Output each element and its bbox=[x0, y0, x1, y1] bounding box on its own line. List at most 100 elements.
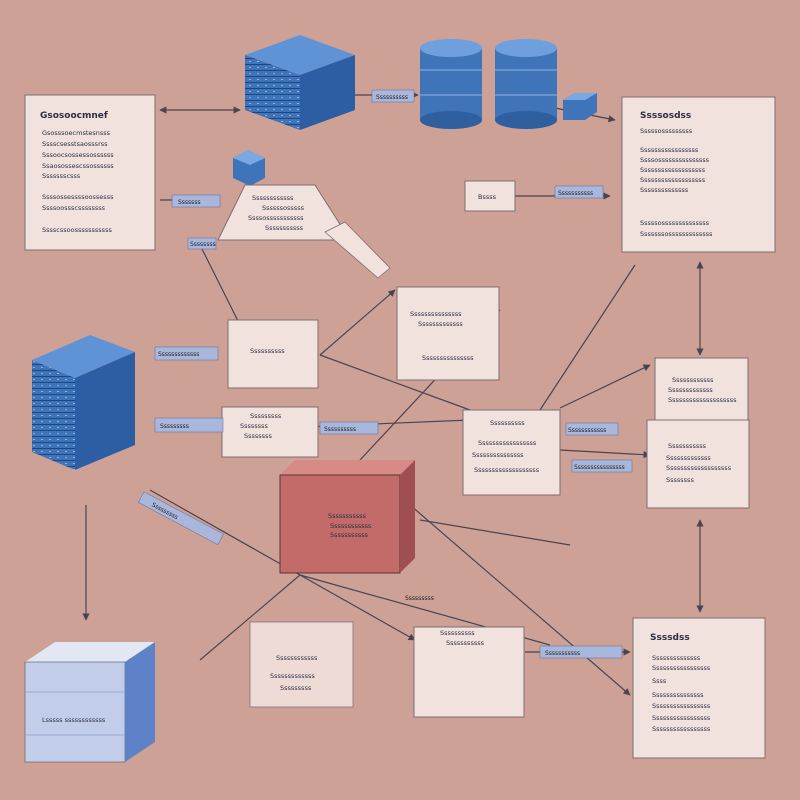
card-text-line: Ssssoossscssssssss bbox=[42, 204, 106, 212]
card-text-line: Ssssssssss bbox=[250, 347, 285, 355]
card-text-line: Sssssssssssssss bbox=[410, 310, 462, 318]
card-left-upper: Ssssssssss bbox=[227, 319, 319, 389]
card-top-left: Gsosoocmnef Gsosssoecmstesnsss Sssscsess… bbox=[24, 94, 156, 251]
card-top-center: Ssssssssssss Ssssssosssss Ssssosssssssss… bbox=[217, 184, 391, 279]
connector-line bbox=[559, 364, 651, 409]
card-text-line: Ssssssssssss bbox=[330, 522, 372, 530]
card-text-line: Sssssssssss bbox=[446, 639, 485, 647]
card-text-line: Ssssssssssssssssssss bbox=[668, 396, 737, 404]
card-text-line: Ssssssss bbox=[666, 476, 694, 484]
card-right-upper: Ssssssssssss Sssssssssssss Sssssssssssss… bbox=[654, 357, 749, 421]
connector-tag: Sssssssss bbox=[405, 595, 434, 602]
card-text-line: Sssssssssssssssss bbox=[652, 725, 711, 733]
card-text-line: Sssssssosssssssssssss bbox=[640, 230, 713, 238]
cube-icon bbox=[233, 150, 265, 186]
connector-tag: Ssssssssssss bbox=[565, 422, 619, 436]
connector-line bbox=[149, 489, 301, 576]
connector-line bbox=[199, 244, 241, 326]
card-text-line: Sssssossssssssssssss bbox=[640, 219, 710, 227]
card-text-line: Sssssssss bbox=[250, 412, 282, 420]
card-text-line: Ssssssssssss bbox=[252, 194, 294, 202]
connector-line bbox=[319, 289, 396, 356]
storage-box: Lsssss ssssssssssss bbox=[24, 642, 155, 763]
connector-tag: Sssssssss bbox=[154, 417, 224, 433]
tag-label: Ssssssssssss bbox=[568, 427, 606, 434]
storage-box-label: Lsssss ssssssssssss bbox=[42, 716, 106, 724]
card-text-line: Ssssssssssss bbox=[672, 376, 714, 384]
small-node-button[interactable]: Bssss bbox=[464, 180, 516, 212]
card-text-line: Sssssssssssss bbox=[666, 454, 711, 462]
cube-icon bbox=[563, 93, 597, 120]
card-text-line: Gsosssoecmstesnsss bbox=[42, 129, 111, 137]
connector-tag: Sssssssssss bbox=[539, 645, 623, 659]
connector-line bbox=[539, 264, 636, 411]
card-text-line: Sssssssssss bbox=[330, 531, 369, 539]
card-text-line: Ssssosssssssssssssss bbox=[640, 156, 710, 164]
tag-label: Sssssssssss bbox=[545, 650, 580, 657]
card-text-line: Ssssssssssssss bbox=[640, 186, 689, 194]
card-text-line: Sssssssssssssssss bbox=[478, 439, 537, 447]
tag-label: Ssssssssss bbox=[324, 426, 356, 433]
connector-tag: Ssssssss bbox=[187, 237, 217, 250]
card-text-line: Sssssssssssss bbox=[270, 672, 315, 680]
card-text-line: Sssssssssssssssssss bbox=[640, 176, 706, 184]
connector-line bbox=[559, 449, 651, 459]
card-text-line: Sssssssssssssssss bbox=[652, 714, 711, 722]
connector-line bbox=[299, 574, 416, 641]
small-node-label: Bssss bbox=[478, 193, 497, 201]
card-text-line: Ssssssscsss bbox=[42, 172, 81, 180]
card-bottom-center: Ssssssssss Sssssssssss bbox=[413, 626, 525, 718]
card-text-line: Sssssssssssss bbox=[418, 320, 463, 328]
card-text-line: Sssssssssssssssssss bbox=[474, 466, 540, 474]
card-bottom-center-left: Ssssssssssss Sssssssssssss Sssssssss bbox=[249, 621, 354, 708]
card-text-line: Sssssssss bbox=[280, 684, 312, 692]
card-text-line: Ssaosossescssossssss bbox=[42, 162, 114, 170]
connector-line bbox=[199, 574, 301, 661]
card-text-line: Ssssssss bbox=[244, 432, 272, 440]
card-title: Ssssdss bbox=[650, 633, 690, 643]
card-text-line: Sssssssssss bbox=[265, 224, 304, 232]
card-text-line: Ssssosssssssssss bbox=[248, 214, 304, 222]
card-left-lower: Sssssssss Ssssssss Ssssssss bbox=[221, 406, 319, 458]
card-right-lower: Sssssssssss Sssssssssssss Ssssssssssssss… bbox=[646, 419, 750, 509]
card-text-line: Sssssosssssssss bbox=[640, 127, 693, 135]
card-text-line: Sssssssssssssssssss bbox=[666, 464, 732, 472]
card-text-line: Ssssssssssssss bbox=[652, 654, 701, 662]
card-text-line: Sssssssssssssssssss bbox=[640, 166, 706, 174]
card-text-line: Ssssssosssss bbox=[262, 204, 305, 212]
connector-tag: Sssssssssss bbox=[554, 185, 604, 199]
card-title: Ssssosdss bbox=[640, 111, 691, 121]
database-cylinder-icon bbox=[495, 39, 557, 129]
card-text-line: Ssssssssss bbox=[490, 419, 525, 427]
connector-tags: Ssssssssss Sssssss Sssssssssss Ssssssss … bbox=[138, 89, 633, 659]
card-text-line: Sssssssssssssssss bbox=[652, 664, 711, 672]
tag-label: Sssssssssssss bbox=[158, 351, 199, 358]
connector-tag: Ssssssssssssssss bbox=[571, 459, 633, 473]
card-text-line: Ssssssss bbox=[240, 422, 268, 430]
card-text-line: Ssssssssss bbox=[440, 629, 475, 637]
connector-line bbox=[409, 504, 631, 696]
card-text-line: Sssssssssssssss bbox=[472, 451, 524, 459]
tag-label: Sssssssss bbox=[160, 423, 189, 430]
connector-tag: Ssssssssss bbox=[371, 89, 415, 103]
card-text-line: Sssscsesstsaosssrss bbox=[42, 140, 108, 148]
connector-tag: Sssssssss bbox=[138, 491, 224, 545]
tag-label: Ssssssssss bbox=[376, 94, 408, 101]
card-text-line: Sssssssssss bbox=[668, 442, 707, 450]
connector-tag: Sssssss bbox=[171, 194, 221, 208]
card-text-line: Ssssssssssss bbox=[276, 654, 318, 662]
card-text-line: Sssssssssss bbox=[328, 512, 367, 520]
card-bottom-right: Ssssdss Ssssssssssssss Sssssssssssssssss… bbox=[632, 617, 766, 759]
tag-label: Ssssssss bbox=[190, 241, 216, 248]
card-center: Ssssssssss Sssssssssssssssss Sssssssssss… bbox=[462, 409, 561, 496]
card-text-line: Sssssssssssss bbox=[668, 386, 713, 394]
connector-lines bbox=[82, 91, 704, 696]
card-text-line: Sssssssssssssss bbox=[652, 691, 704, 699]
card-text-line: Sssssssssssssss bbox=[422, 354, 474, 362]
database-cylinder-icon bbox=[420, 39, 482, 129]
card-mid-center: Sssssssssssssss Sssssssssssss Ssssssssss… bbox=[396, 286, 500, 381]
card-title: Gsosoocmnef bbox=[40, 111, 108, 121]
card-text-line: Sssscssoosssssssssss bbox=[42, 226, 112, 234]
connector-line bbox=[419, 519, 571, 546]
